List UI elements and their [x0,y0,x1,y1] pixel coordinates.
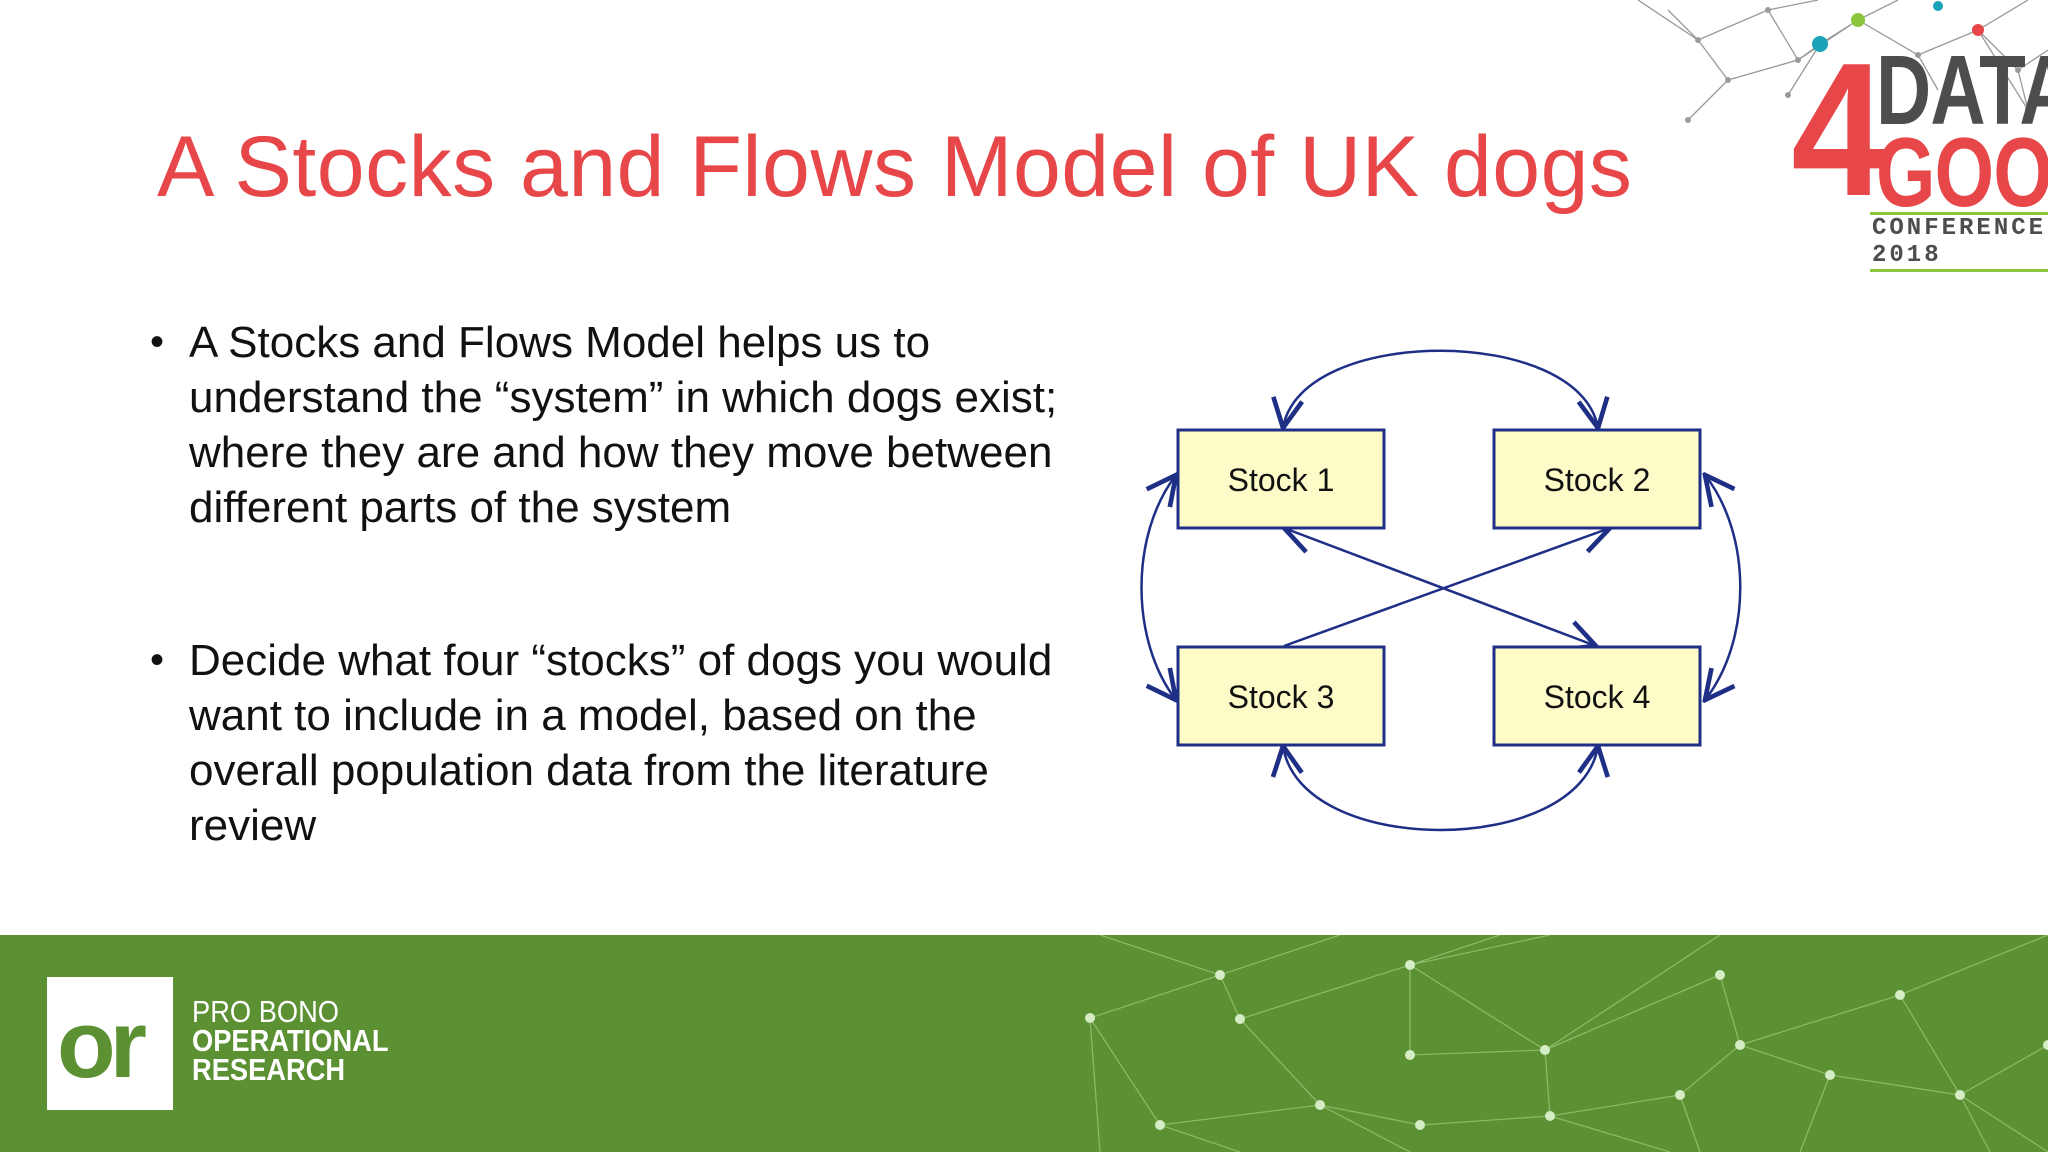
data4good-logo: 4 DATA GOOD CONFERENCE 2018 [1558,0,2048,272]
stocks-flows-diagram: Stock 1 Stock 2 Stock 3 Stock 4 [1140,349,1742,832]
org-line: OPERATIONAL [192,1023,389,1058]
stock-label: Stock 1 [1228,462,1335,498]
flow-stock3-stock4 [1283,746,1598,832]
stock-node: Stock 3 [1176,645,1386,747]
slide-title: A Stocks and Flows Model of UK dogs [157,119,1633,215]
flow-stock1-stock3 [1140,475,1177,700]
stock-box [1492,645,1702,747]
network-graphic-icon [1637,0,2048,123]
bullet-icon: • [150,638,165,682]
bullet-text: A Stocks and Flows Model helps us to und… [189,318,1058,532]
stock-label: Stock 3 [1228,679,1335,715]
stock-node: Stock 4 [1492,645,1702,747]
flow-stock2-stock4 [1705,475,1742,700]
logo-subtitle: CONFERENCE 2018 [1870,212,2048,272]
stock-box [1176,428,1386,530]
stock-label: Stock 4 [1544,679,1651,715]
or-logo-glyph: or [57,991,147,1098]
logo-word-good: GOOD [1876,117,2048,227]
flow-stock1-stock2 [1283,349,1598,428]
bullet-icon: • [150,320,165,364]
bullet-list: • A Stocks and Flows Model helps us to u… [150,315,1070,853]
bullet-item: • A Stocks and Flows Model helps us to u… [150,315,1070,535]
bullet-text: Decide what four “stocks” of dogs you wo… [189,636,1053,850]
stock-node: Stock 1 [1176,428,1386,530]
org-line: PRO BONO [192,994,340,1029]
flow-stock3-stock2 [1283,528,1610,648]
logo-digit: 4 [1791,24,1887,236]
footer-banner: or PRO BONO OPERATIONAL RESEARCH [0,935,2048,1152]
organisation-name: PRO BONO OPERATIONAL RESEARCH [192,994,389,1087]
stock-node: Stock 2 [1492,428,1702,530]
logo-word-data: DATA [1876,35,2048,145]
stock-box [1492,428,1702,530]
flow-stock1-stock4 [1284,528,1596,646]
bullet-item: • Decide what four “stocks” of dogs you … [150,633,1070,853]
stock-box [1176,645,1386,747]
network-pattern-icon [1085,935,2048,1152]
org-line: RESEARCH [192,1052,346,1087]
stock-label: Stock 2 [1544,462,1651,498]
or-logo: or [47,977,173,1110]
